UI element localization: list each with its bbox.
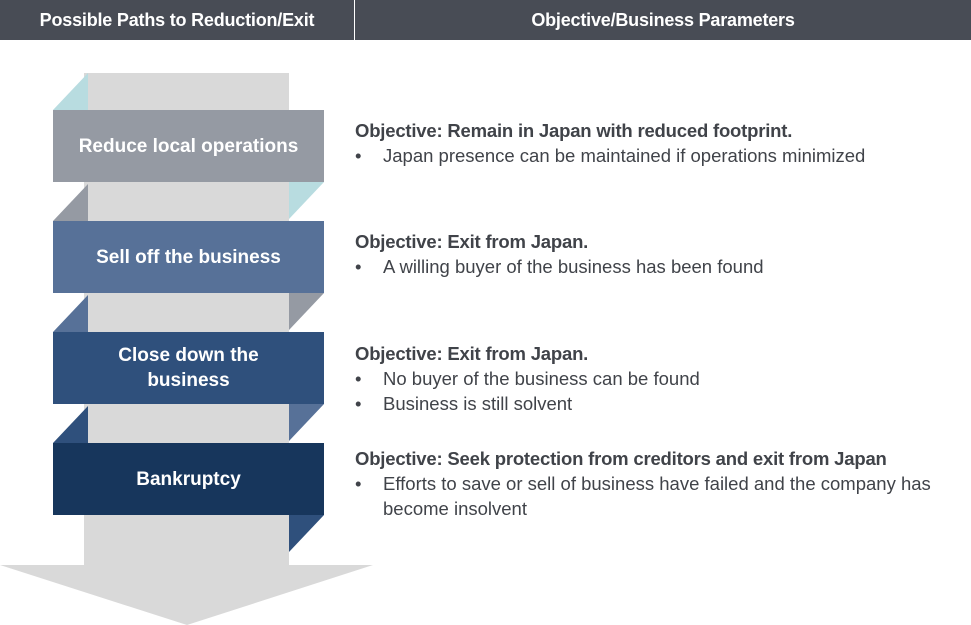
path-label-text: Bankruptcy: [136, 468, 241, 490]
header-divider: [354, 0, 355, 40]
objective-bullet: • Japan presence can be maintained if ope…: [355, 143, 971, 168]
path-box: [53, 443, 324, 515]
bullet-icon: •: [355, 145, 362, 166]
path-label: Bankruptcy: [53, 443, 324, 515]
objective-bullet: • A willing buyer of the business has bee…: [355, 254, 971, 279]
ribbon-fold-right: [289, 293, 324, 330]
path-label: Close down the business: [53, 332, 324, 404]
ribbon-fold-right: [289, 515, 324, 552]
objective-block: Objective: Remain in Japan with reduced …: [355, 118, 971, 168]
objective-bullet: • Business is still solvent: [355, 391, 971, 416]
bullet-text: Business is still solvent: [383, 393, 573, 414]
path-box: [53, 221, 324, 293]
bullet-text: Japan presence can be maintained if oper…: [383, 145, 866, 166]
path-label-text: Sell off the business: [96, 246, 281, 268]
ribbon-fold-right: [289, 182, 324, 219]
path-box: [53, 332, 324, 404]
objective-block: Objective: Seek protection from creditor…: [355, 446, 971, 521]
ribbon-fold-left: [53, 184, 88, 221]
bullet-icon: •: [355, 473, 362, 494]
header-objectives-title: Objective/Business Parameters: [531, 9, 795, 30]
objective-block: Objective: Exit from Japan. • A willing bu…: [355, 229, 971, 279]
header-paths: Possible Paths to Reduction/Exit: [0, 0, 354, 40]
path-box: [53, 110, 324, 182]
path-label-text: Close down the business: [118, 345, 259, 391]
bullet-text: Efforts to save or sell of business have…: [383, 473, 931, 519]
objective-title: Objective: Exit from Japan.: [355, 343, 589, 364]
objective-bullet: • Efforts to save or sell of business hav…: [355, 471, 971, 521]
ribbon-fold-left: [53, 406, 88, 443]
objective-title: Objective: Remain in Japan with reduced …: [355, 120, 793, 141]
path-label-text: Reduce local operations: [78, 135, 299, 157]
path-label: Reduce local operations: [53, 110, 324, 182]
bullet-icon: •: [355, 393, 362, 414]
header-objectives: Objective/Business Parameters: [355, 0, 971, 40]
header-paths-title: Possible Paths to Reduction/Exit: [39, 9, 315, 30]
bullet-text: No buyer of the business can be found: [383, 368, 700, 389]
objective-bullet: • No buyer of the business can be found: [355, 366, 971, 391]
bullet-icon: •: [355, 256, 362, 277]
bullet-text: A willing buyer of the business has been…: [383, 256, 764, 277]
ribbon-fold-right: [289, 404, 324, 441]
ribbon-fold-left: [53, 73, 88, 110]
ribbon-fold-left: [53, 295, 88, 332]
objective-title: Objective: Seek protection from creditor…: [355, 448, 887, 469]
bullet-icon: •: [355, 368, 362, 389]
path-label: Sell off the business: [53, 221, 324, 293]
objective-title: Objective: Exit from Japan.: [355, 231, 589, 252]
objective-block: Objective: Exit from Japan. • No buyer of …: [355, 341, 971, 416]
